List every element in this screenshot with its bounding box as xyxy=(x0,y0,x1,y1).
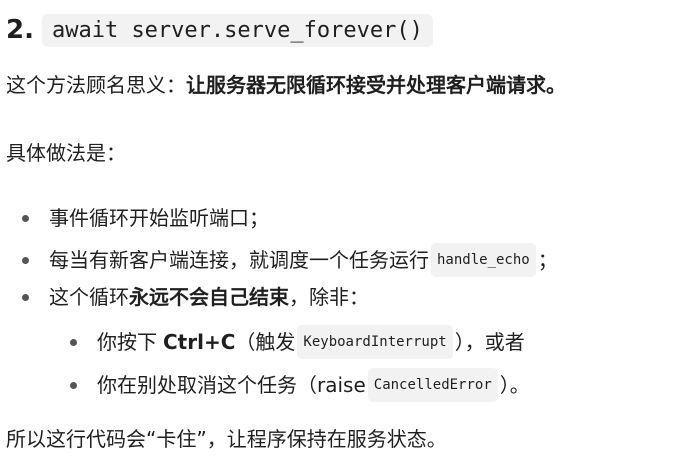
conclusion-paragraph: 所以这行代码会“卡住”，让程序保持在服务状态。 xyxy=(6,427,447,451)
bullet-tail: ），或者 xyxy=(454,330,525,354)
intro-bold: 让服务器无限循环接受并处理客户端请求。 xyxy=(186,73,566,97)
bullet-text: 你按下 xyxy=(97,330,157,354)
bullet-bold: 永远不会自己结束 xyxy=(129,285,289,309)
bullet-text: 你在别处取消这个任务（raise xyxy=(97,373,366,397)
bullet-text: 每当有新客户端连接，就调度一个任务运行 xyxy=(49,248,429,272)
intro-prefix: 这个方法顾名思义： xyxy=(6,73,186,97)
bullet-dot xyxy=(22,256,29,264)
bullet-dot xyxy=(22,293,29,301)
bullet-tail: ，除非： xyxy=(289,285,369,309)
bullet-dot xyxy=(70,338,77,346)
bullet-text: （触发 xyxy=(235,330,296,354)
list-item: 事件循环开始监听端口； xyxy=(22,204,269,232)
method-label: 具体做法是： xyxy=(6,141,126,165)
bullet-tail: ）。 xyxy=(499,373,530,397)
list-item: 这个循环永远不会自己结束，除非： xyxy=(22,283,369,311)
bullet-dot xyxy=(22,214,29,222)
section-number: 2. xyxy=(6,15,34,45)
bullet-tail: ； xyxy=(537,248,558,272)
sub-list-item: 你按下 Ctrl+C（触发 KeyboardInterrupt ），或者 xyxy=(70,325,525,359)
inline-code: KeyboardInterrupt xyxy=(297,325,453,359)
sub-list-item: 你在别处取消这个任务（raise CancelledError ）。 xyxy=(70,368,530,402)
intro-paragraph: 这个方法顾名思义：让服务器无限循环接受并处理客户端请求。 xyxy=(6,71,566,99)
bullet-text: 这个循环 xyxy=(49,285,129,309)
bullet-dot xyxy=(70,381,77,389)
section-heading: 2. await server.serve_forever() xyxy=(6,10,433,50)
inline-code: CancelledError xyxy=(367,368,498,402)
inline-code: handle_echo xyxy=(431,243,536,277)
heading-code: await server.serve_forever() xyxy=(41,13,433,47)
bullet-text: 事件循环开始监听端口； xyxy=(49,206,269,230)
bullet-bold: Ctrl+C xyxy=(163,330,236,354)
list-item: 每当有新客户端连接，就调度一个任务运行 handle_echo ； xyxy=(22,243,558,277)
